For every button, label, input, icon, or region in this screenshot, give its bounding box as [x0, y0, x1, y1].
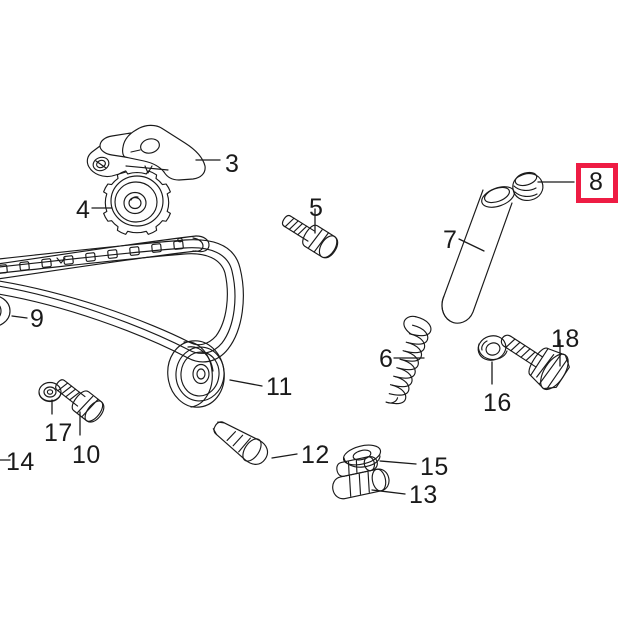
callout-11[interactable]: 11	[266, 373, 293, 401]
callout-17[interactable]: 17	[44, 419, 73, 447]
callout-16[interactable]: 16	[483, 389, 512, 417]
part-16-flat-washer	[477, 335, 508, 361]
part-11-idler-pulley	[167, 340, 225, 408]
part-17-collar-bushing	[38, 381, 62, 403]
part-3-tensioner-arm	[86, 124, 206, 181]
callout-5[interactable]: 5	[309, 194, 324, 222]
part-14-guide-rail	[0, 235, 210, 280]
callout-9[interactable]: 9	[30, 305, 45, 333]
part-4-sprocket	[103, 170, 171, 235]
leader-11	[229, 379, 263, 387]
callout-7[interactable]: 7	[443, 226, 458, 254]
part-8-plug-cap	[512, 171, 544, 202]
part-5-stud-bolt	[281, 214, 339, 259]
part-9-pivot-boss	[0, 296, 11, 326]
leader-15	[379, 460, 417, 465]
highlight-box-part-8	[576, 163, 618, 203]
callout-13[interactable]: 13	[409, 481, 438, 509]
leader-lines	[0, 159, 575, 495]
part-15-sealing-washer	[342, 444, 382, 468]
callout-12[interactable]: 12	[301, 441, 330, 469]
callout-18[interactable]: 18	[551, 325, 580, 353]
leader-12	[271, 453, 298, 459]
callout-4[interactable]: 4	[76, 196, 91, 224]
callout-15[interactable]: 15	[420, 453, 449, 481]
part-12-tapered-bolt	[212, 421, 269, 465]
part-6-coil-spring	[385, 315, 432, 405]
callout-10[interactable]: 10	[72, 441, 101, 469]
callout-8[interactable]: 8	[589, 168, 603, 196]
callout-3[interactable]: 3	[225, 150, 240, 178]
part-13-stepped-plug	[332, 456, 390, 500]
leader-13	[371, 489, 406, 495]
leader-9	[11, 315, 28, 319]
callout-14[interactable]: 14	[6, 448, 35, 476]
callout-6[interactable]: 6	[379, 345, 394, 373]
part-18-flange-hex-bolt	[500, 334, 570, 391]
part-10-guide-bolt	[55, 379, 105, 423]
leader-7	[458, 238, 485, 252]
